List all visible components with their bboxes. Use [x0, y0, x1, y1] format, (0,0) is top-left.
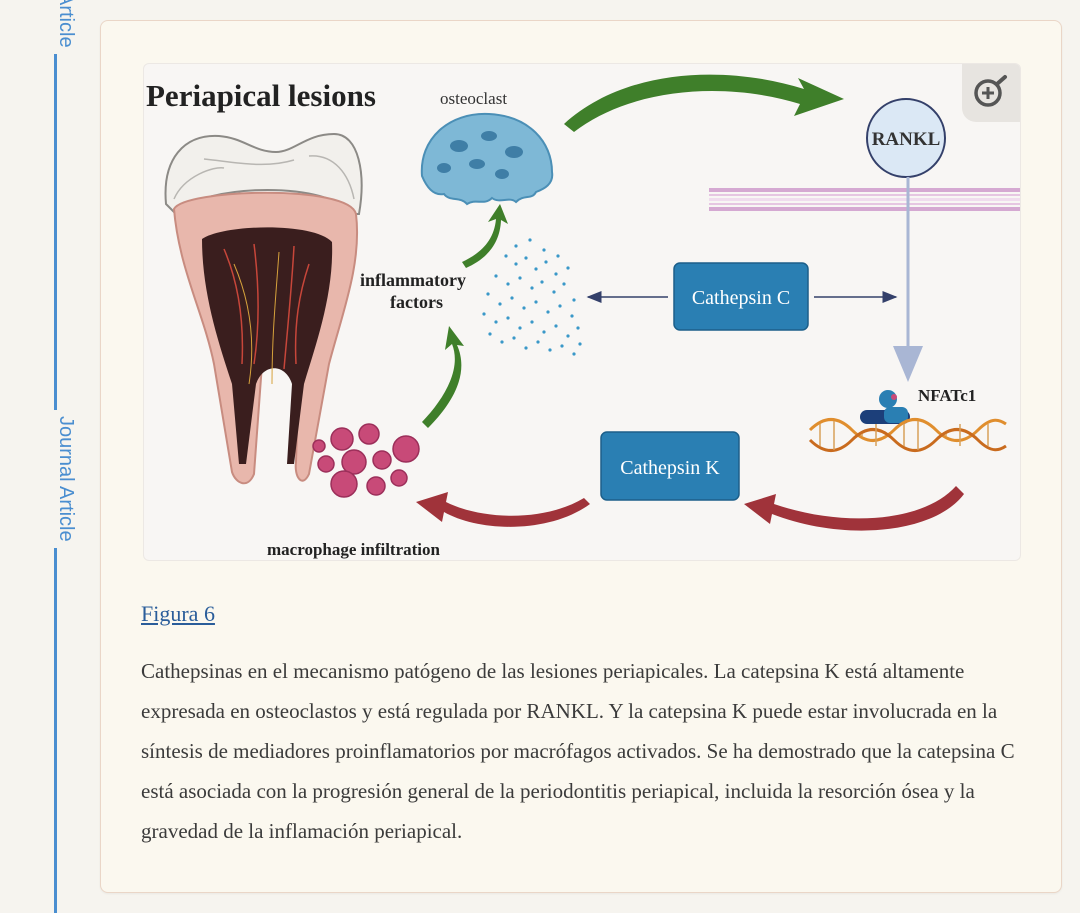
nfatc1-to-cathepsin-k-arrow — [744, 486, 964, 531]
rail-journal-article-label[interactable]: Journal Article — [33, 410, 77, 548]
rankl-label: RANKL — [872, 129, 941, 150]
nfatc1-protein — [860, 390, 910, 424]
macrophage-to-inflammatory-arrow — [422, 326, 464, 428]
inflammatory-factors-dots — [482, 238, 582, 356]
macrophage-cluster — [312, 423, 420, 498]
cathepsin-k-to-macrophage-arrow — [416, 492, 590, 527]
dna-helix — [808, 418, 1007, 452]
cathepsin-k-box — [600, 431, 740, 501]
cathepsin-k-label: Cathepsin K — [620, 457, 720, 479]
inflammatory-label-line2: factors — [390, 292, 443, 312]
nfatc1-label: NFATc1 — [918, 386, 976, 405]
inflammatory-to-osteoclast-arrow — [462, 204, 508, 268]
figure-card: Periapical lesions — [100, 20, 1062, 893]
cathepsin-c-label: Cathepsin C — [692, 287, 790, 309]
rail-article-label[interactable]: Article — [33, 0, 77, 54]
zoom-in-icon — [974, 75, 1007, 107]
figure-title: Periapical lesions — [146, 78, 376, 113]
figure-6-link[interactable]: Figura 6 — [141, 601, 215, 626]
figure-diagram: Periapical lesions — [146, 74, 1020, 559]
figure-caption: Cathepsinas en el mecanismo patógeno de … — [141, 659, 1015, 843]
inflammatory-label-line1: inflammatory — [360, 270, 466, 290]
zoom-button[interactable] — [962, 64, 1020, 122]
osteoclast-to-rankl-arrow — [564, 74, 844, 132]
cathepsin-c-box — [673, 262, 809, 331]
tooth-illustration — [164, 132, 363, 485]
rankl-circle — [866, 98, 946, 178]
cell-membrane — [709, 188, 1020, 211]
figure-image[interactable]: Periapical lesions — [143, 63, 1021, 561]
osteoclast-label: osteoclast — [440, 89, 507, 108]
osteoclast-cell — [420, 112, 554, 206]
macrophage-label: macrophage infiltration — [267, 540, 441, 559]
